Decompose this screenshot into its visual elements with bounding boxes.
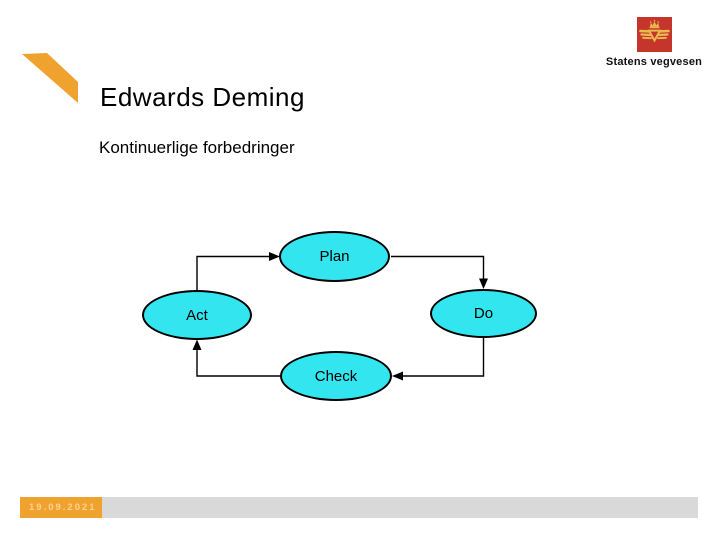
footer-date-badge: 19.09.2021 (20, 497, 102, 518)
arrowhead-into-plan (269, 252, 280, 261)
node-do: Do (430, 289, 537, 338)
pdca-cycle-diagram: Plan Do Check Act (140, 220, 560, 420)
logo-org-name: Statens vegvesen (605, 56, 703, 68)
corner-arrow-icon (22, 53, 78, 103)
node-plan-label: Plan (319, 248, 350, 265)
node-check-label: Check (314, 367, 358, 385)
arrowhead-into-do (479, 278, 488, 289)
cycle-connector-arrows (192, 252, 488, 381)
arrowhead-into-check (392, 371, 403, 381)
node-do-label: Do (473, 305, 494, 322)
node-act: Act (142, 290, 252, 340)
logo: Statens vegvesen (604, 17, 704, 68)
slide-title: Edwards Deming (100, 82, 305, 112)
node-check: Check (280, 351, 392, 401)
node-act-label: Act (186, 306, 208, 324)
statens-vegvesen-emblem-icon (636, 17, 672, 52)
footer-bar: 19.09.2021 (20, 497, 698, 518)
footer-date: 19.09.2021 (29, 502, 97, 513)
arrowhead-into-act (192, 339, 202, 350)
node-plan: Plan (279, 231, 390, 282)
slide-subtitle: Kontinuerlige forbedringer (99, 138, 295, 157)
